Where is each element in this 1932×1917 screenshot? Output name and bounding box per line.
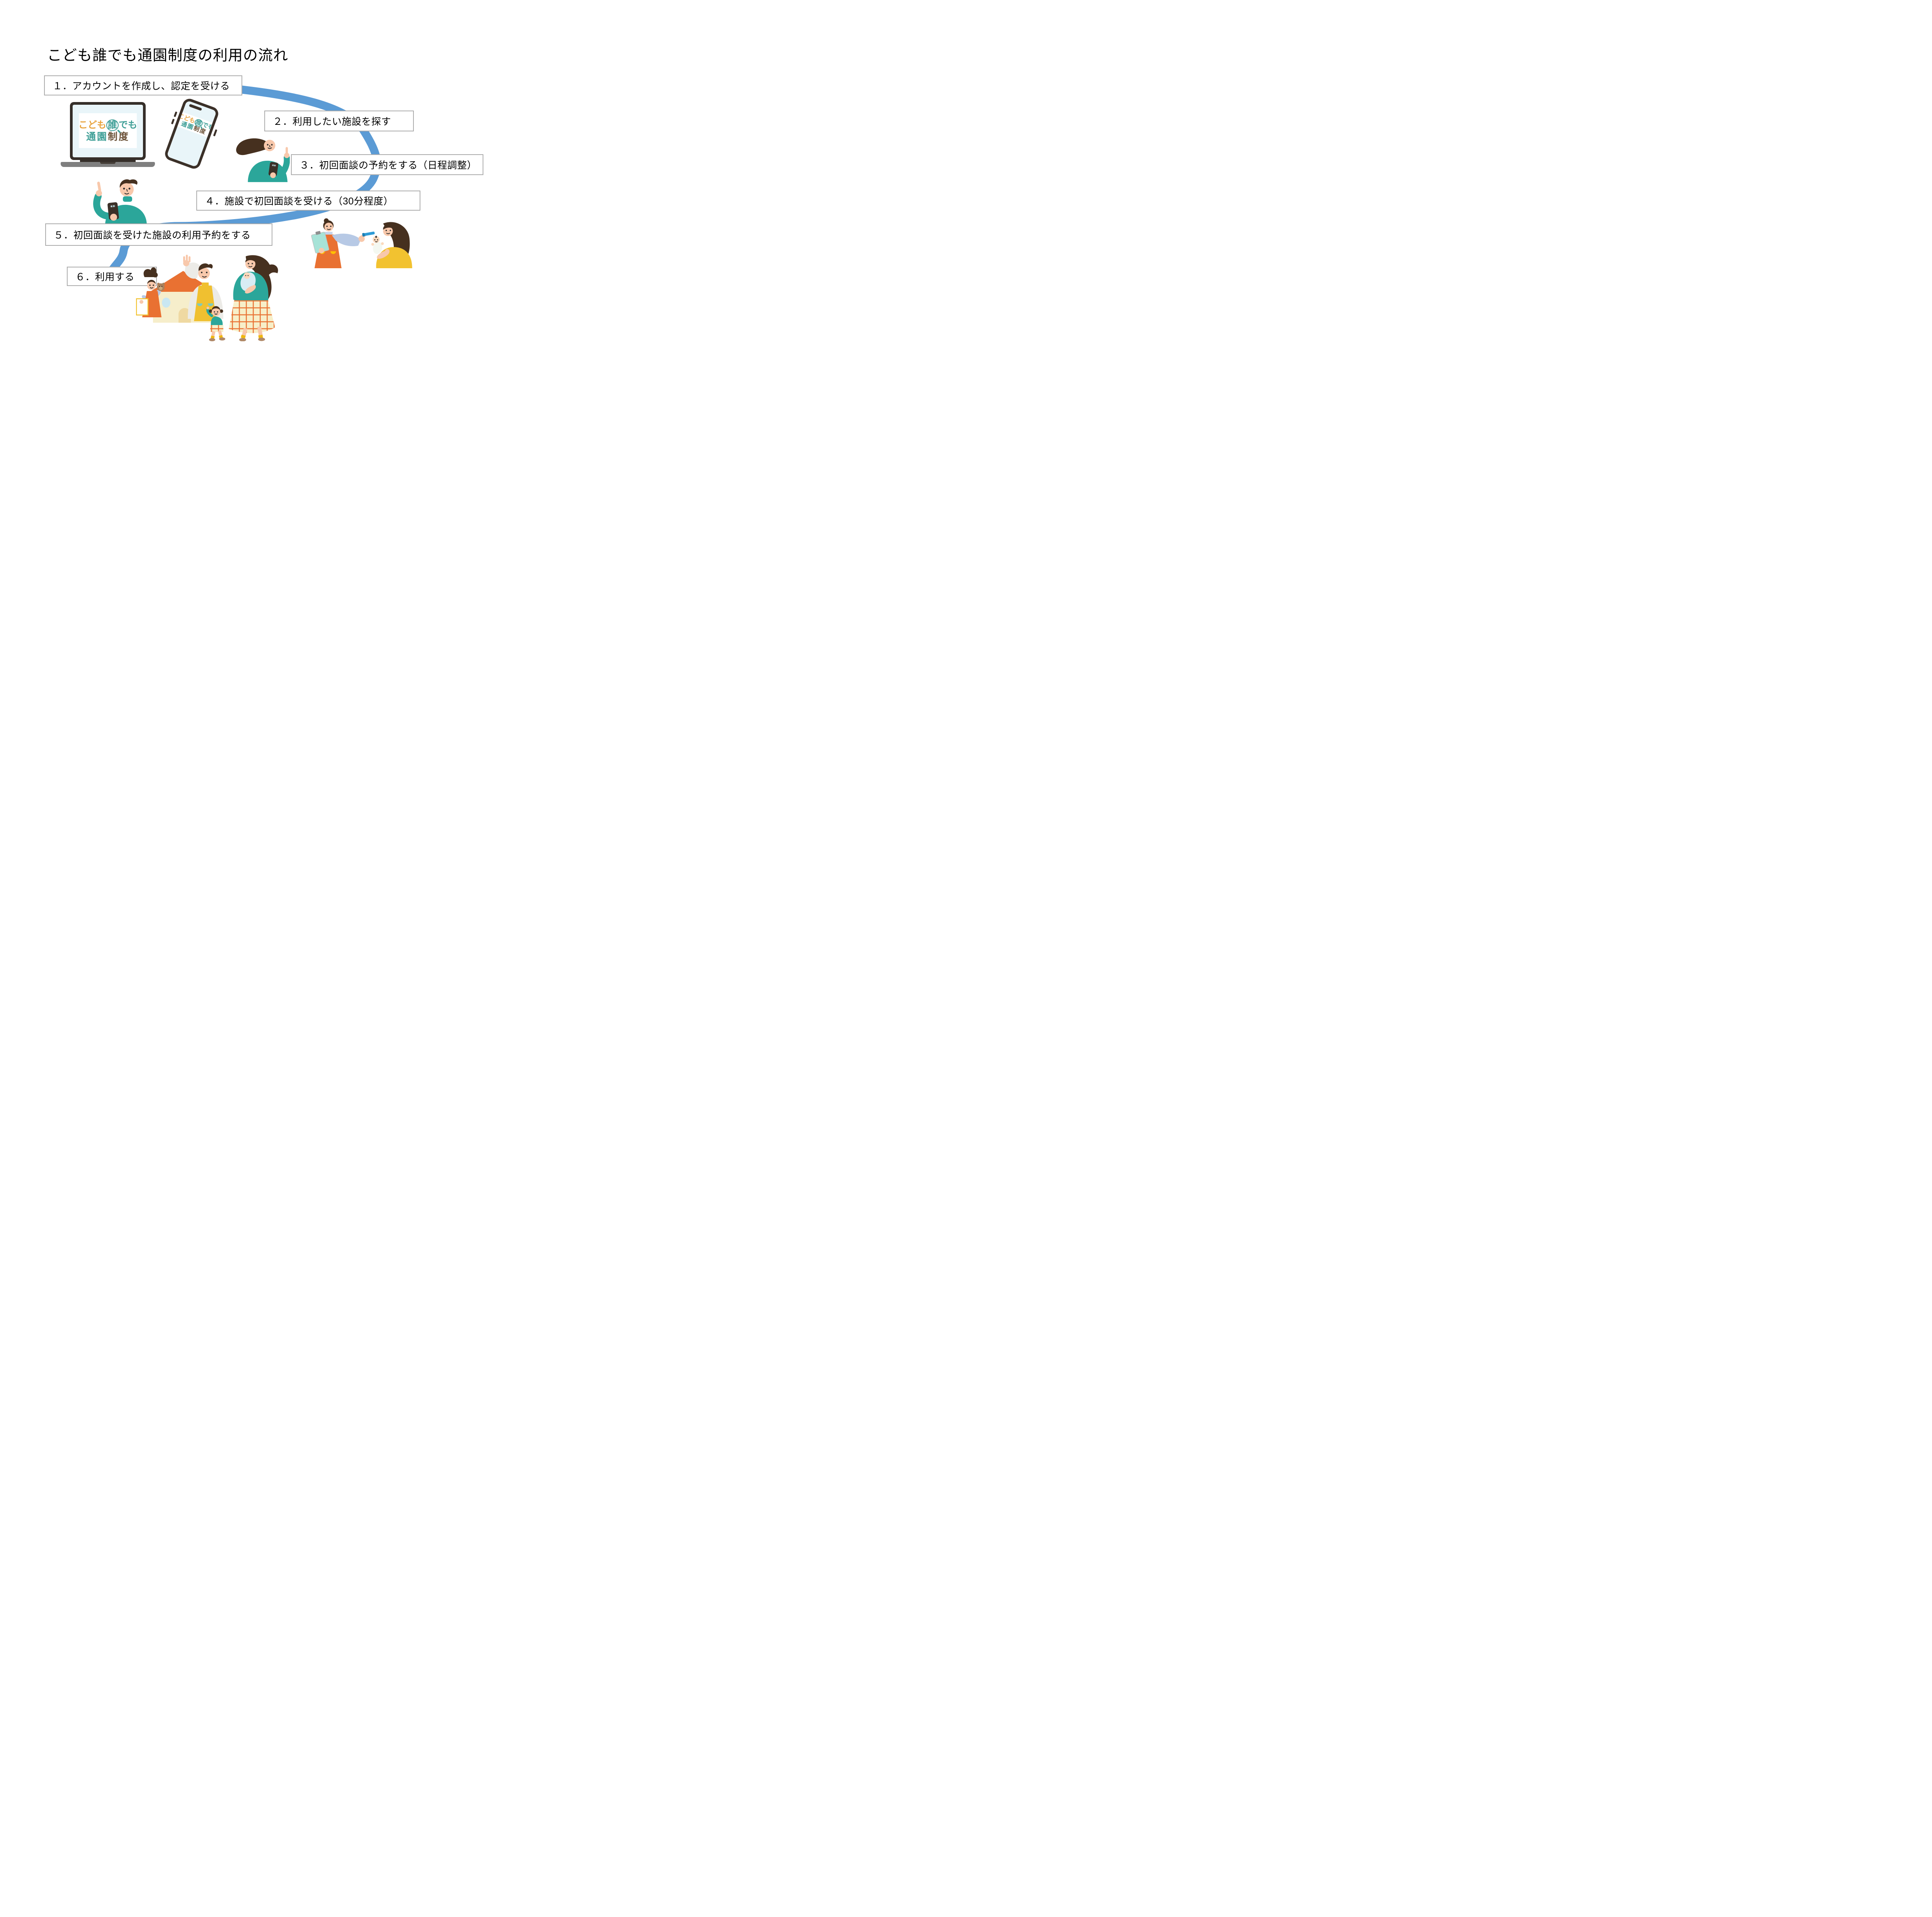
step-3-label: ３．初回面談の予約をする（日程調整） (299, 160, 477, 171)
laptop-screen: こども誰でも 通園制度 (70, 102, 146, 160)
laptop-base-notch (100, 162, 116, 164)
phone-notch (189, 104, 202, 111)
logo-dare-magnifier: 誰 (106, 119, 119, 131)
step-6-box: ６．利用する (67, 267, 157, 286)
mother-skirt (229, 300, 275, 333)
step-6-label: ６．利用する (75, 272, 135, 283)
step-1-box: １．アカウントを作成し、認定を受ける (44, 75, 242, 95)
step-4-label: ４．施設で初回面談を受ける（30分程度） (205, 196, 393, 207)
step-2-box: ２．利用したい施設を探す (264, 111, 414, 131)
mother-with-baby-walking-figure (229, 255, 278, 341)
logo-seido: 制度 (108, 131, 130, 142)
man-using-phone-icon (93, 179, 147, 226)
step-3-box: ３．初回面談の予約をする（日程調整） (291, 154, 483, 175)
baby-face (243, 272, 250, 279)
baby-face (372, 236, 380, 243)
laptop-hinge (80, 160, 136, 162)
caregiver-interview-mother-baby-icon (311, 218, 412, 268)
running-child-figure (206, 306, 225, 341)
caregiver-figure (311, 218, 375, 268)
slide: こども誰でも通園制度の利用の流れ (0, 0, 542, 383)
teddy-bear-puppet (157, 283, 165, 291)
page-title: こども誰でも通園制度の利用の流れ (47, 48, 289, 64)
mother-with-baby-figure (371, 222, 412, 268)
woman-hair (236, 138, 269, 155)
step-4-box: ４．施設で初回面談を受ける（30分程度） (196, 191, 420, 211)
program-logo: こども誰でも 通園制度 (78, 113, 137, 148)
pen-icon (362, 232, 375, 237)
step-5-box: ５．初回面談を受けた施設の利用予約をする (45, 223, 272, 246)
step-1-label: １．アカウントを作成し、認定を受ける (53, 81, 230, 92)
step-5-label: ５．初回面談を受けた施設の利用予約をする (54, 230, 251, 241)
laptop-with-logo-icon: こども誰でも 通園制度 (61, 102, 155, 168)
caregiver-sleeve (332, 233, 361, 247)
woman-phone (268, 162, 279, 177)
nursery-family-scene-icon (136, 255, 278, 341)
girl-with-teddy-figure (136, 267, 165, 317)
woman-using-phone-icon (236, 138, 290, 182)
logo-demo: でも (119, 120, 137, 130)
logo-tsuen: 通園 (86, 131, 108, 142)
logo-kodomo: こども (78, 120, 106, 130)
laptop-base (61, 162, 155, 167)
step-2-label: ２．利用したい施設を探す (273, 116, 391, 127)
father-caregiver-figure (183, 255, 223, 321)
